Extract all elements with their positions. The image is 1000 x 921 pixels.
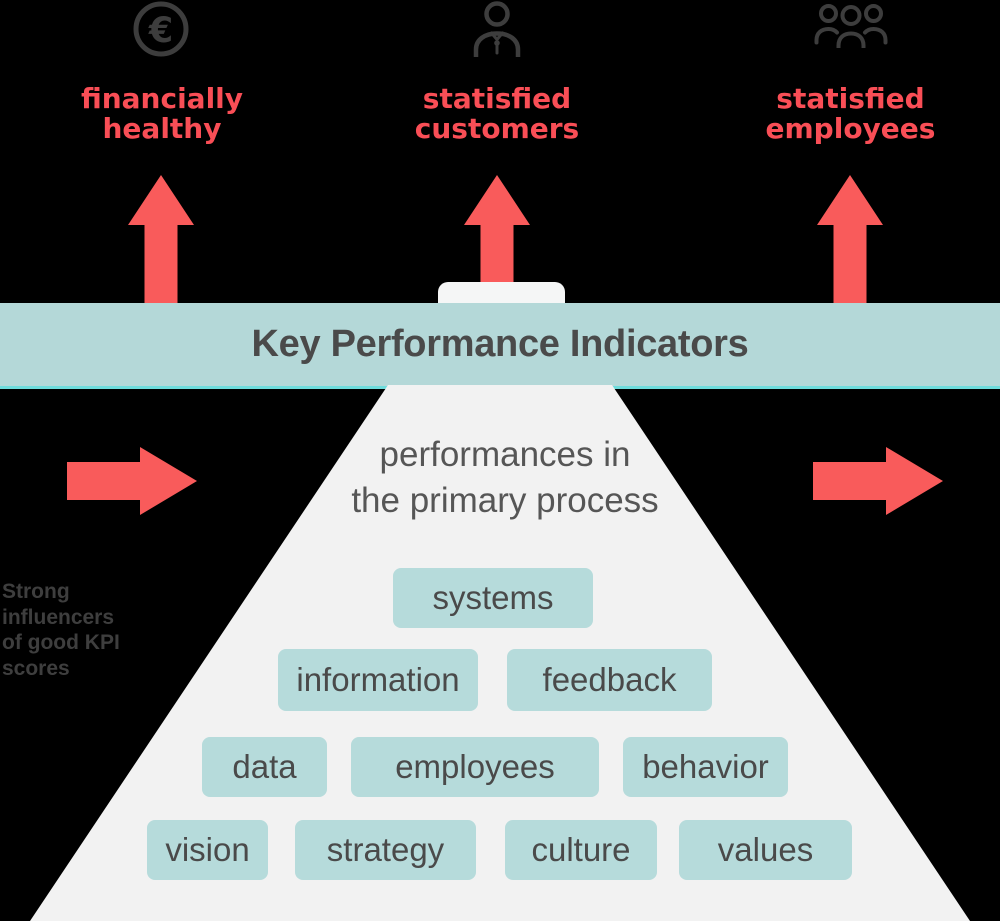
kpi-band-title: Key Performance Indicators: [251, 323, 749, 365]
kpi-box-behavior: behavior: [623, 737, 788, 797]
euro-glyph: €: [148, 11, 173, 51]
kpi-box-systems: systems: [393, 568, 593, 628]
kpi-box-information: information: [278, 649, 478, 711]
up-arrow-middle: [464, 175, 530, 283]
outcome-label-line: statisfied: [776, 82, 925, 115]
euro-coin-icon: €: [133, 1, 189, 57]
outcome-label-line: customers: [414, 112, 580, 145]
kpi-box-values: values: [679, 820, 852, 880]
outcome-label-statisfied-customers: statisfied customers: [372, 84, 622, 144]
side-note-line: influencers: [2, 605, 115, 629]
up-arrow-right: [817, 175, 883, 303]
side-note-line: Strong: [2, 580, 70, 603]
outcome-label-line: healthy: [102, 112, 222, 145]
kpi-box-culture: culture: [505, 820, 657, 880]
pyramid-subtitle: performances in the primary process: [305, 432, 705, 524]
outcome-label-financially-healthy: financially healthy: [37, 84, 287, 144]
up-arrow-left: [128, 175, 194, 303]
side-arrow-right: [813, 447, 943, 515]
kpi-box-employees: employees: [351, 737, 599, 797]
outcome-label-line: employees: [765, 112, 936, 145]
outcome-label-line: statisfied: [422, 82, 572, 115]
kpi-band: Key Performance Indicators: [0, 303, 1000, 389]
pyramid-subtitle-line: the primary process: [351, 481, 659, 520]
outcome-label-statisfied-employees: statisfied employees: [723, 84, 978, 144]
side-note-line: scores: [2, 656, 70, 680]
kpi-box-data: data: [202, 737, 327, 797]
employees-group-icon: [814, 4, 888, 48]
side-arrow-left: [67, 447, 197, 515]
kpi-box-strategy: strategy: [295, 820, 476, 880]
kpi-box-vision: vision: [147, 820, 268, 880]
side-note: Strong influencers of good KPI scores: [2, 579, 120, 681]
side-note-line: of good KPI: [2, 631, 120, 654]
kpi-box-feedback: feedback: [507, 649, 712, 711]
outcome-label-line: financially: [80, 82, 244, 115]
pyramid-subtitle-line: performances in: [379, 435, 631, 474]
customer-person-icon: [473, 1, 521, 57]
